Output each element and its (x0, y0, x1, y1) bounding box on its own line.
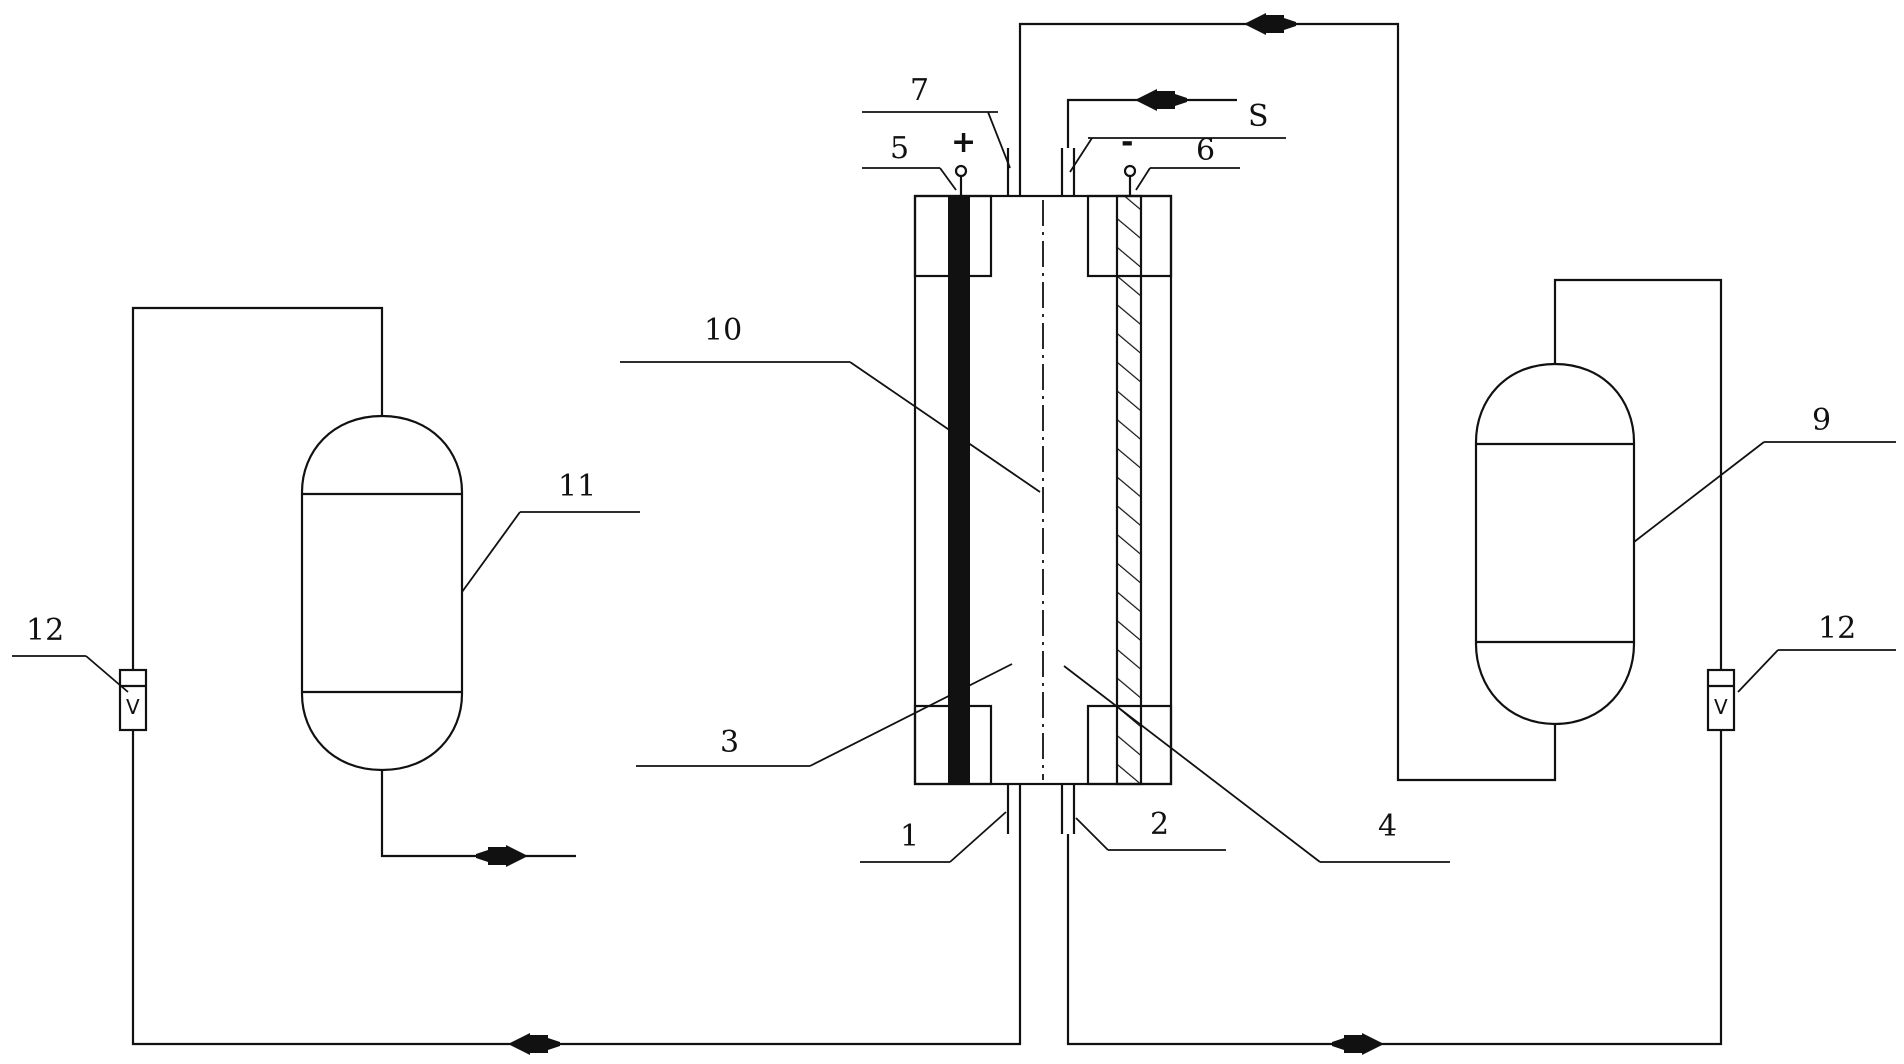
cell-body (913, 194, 1173, 786)
electrolytic-cell: + - (913, 125, 1173, 786)
positive-terminal (954, 164, 968, 196)
label-1: 1 (900, 819, 919, 854)
pipe-port2-loop-right (1066, 730, 1723, 1046)
bottom-port-1 (1006, 784, 1022, 834)
flow-arrow-bottom-right (1332, 1033, 1384, 1055)
pipe-port1-loop-left (131, 730, 1022, 1046)
flow-arrow-bottom-left (508, 1033, 560, 1055)
label-12-left: 12 (26, 613, 64, 648)
svg-text:V: V (126, 695, 140, 719)
label-11: 11 (558, 469, 596, 504)
label-6: 6 (1196, 133, 1215, 168)
label-8: S (1248, 99, 1269, 134)
pipe-tank11-outlet (380, 770, 576, 858)
svg-text:V: V (1714, 695, 1728, 719)
top-port-8 (1060, 148, 1076, 196)
bottom-port-2 (1060, 784, 1076, 834)
pipe-valve-to-tank11 (131, 306, 384, 670)
separator-tank-9 (1474, 362, 1636, 726)
label-12-right: 12 (1818, 611, 1856, 646)
positive-sign: + (951, 125, 976, 160)
label-9: 9 (1812, 403, 1831, 438)
leader-lines (12, 111, 1896, 863)
flow-arrow-top (1244, 13, 1296, 35)
anode-plate (948, 196, 970, 784)
flow-arrow-tank11-outlet (476, 845, 528, 867)
pipe-valve-to-tank9 (1553, 278, 1723, 670)
cathode-plate (1115, 194, 1143, 786)
valve-12-right: V (1706, 668, 1736, 732)
label-10: 10 (704, 313, 742, 348)
label-7: 7 (910, 73, 929, 108)
label-4: 4 (1378, 809, 1397, 844)
negative-sign: - (1121, 125, 1133, 160)
pipe-port7-to-right (1018, 22, 1557, 782)
flow-arrow-port8 (1135, 89, 1187, 111)
separator-tank-11 (300, 414, 464, 772)
top-port-7 (1006, 148, 1022, 196)
negative-terminal (1123, 164, 1137, 196)
label-3: 3 (720, 725, 739, 760)
valve-12-left: V (118, 668, 148, 732)
label-5: 5 (890, 131, 909, 166)
label-2: 2 (1150, 807, 1169, 842)
